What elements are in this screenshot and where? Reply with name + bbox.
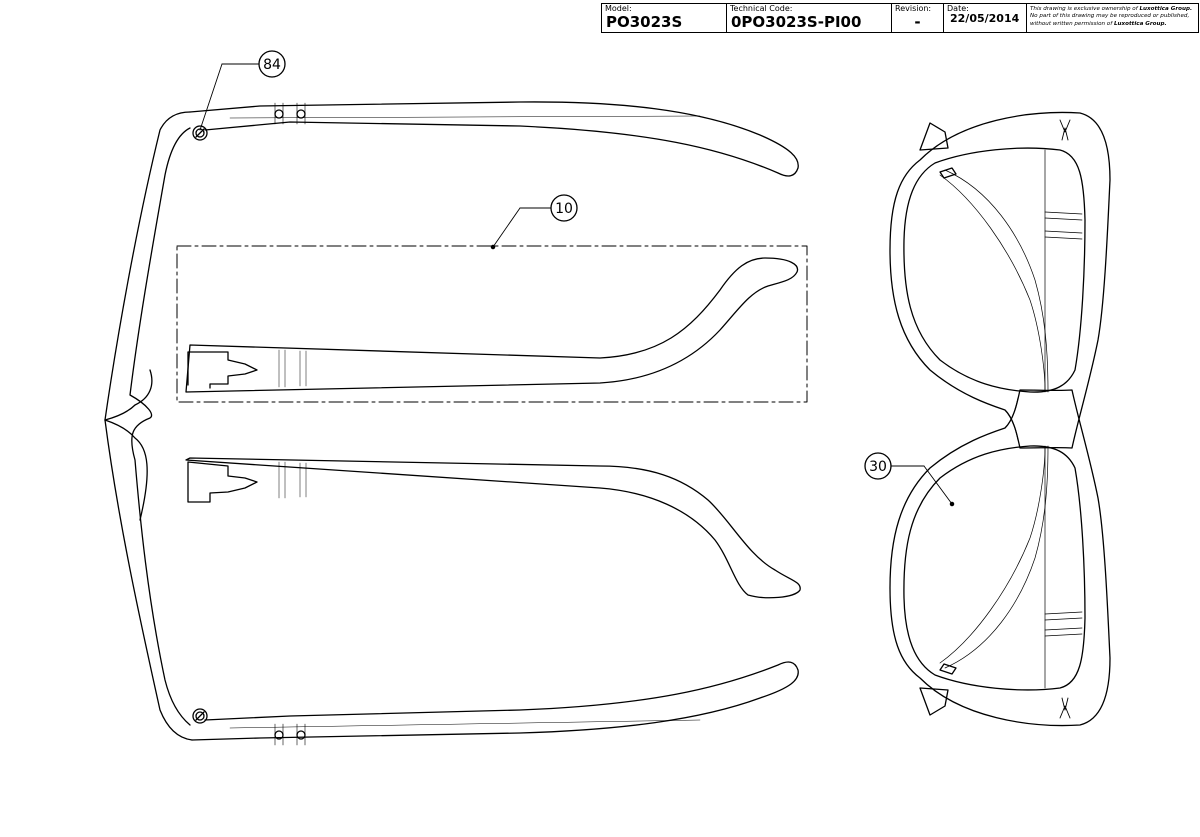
callout-84-label: 84: [263, 57, 281, 73]
model-cell: Model: PO3023S: [602, 4, 727, 32]
frame-front-inner: [129, 127, 191, 726]
callout-10-label: 10: [555, 201, 573, 217]
lower-lens-outline: [903, 445, 1086, 691]
lower-screw-head: [192, 708, 208, 724]
model-label: Model:: [605, 4, 632, 13]
lower-hinge-tab: [919, 687, 949, 716]
date-value: 22/05/2014: [950, 12, 1020, 25]
temple-side-view-detail: [176, 245, 808, 403]
callout-84: 84: [199, 50, 286, 131]
temple-core-wire: [187, 351, 258, 389]
date-cell: Date: 22/05/2014: [944, 4, 1027, 32]
temple-detail-outline: [185, 257, 799, 393]
temple-side-outline: [185, 457, 801, 599]
lower-temple-top-view: [191, 661, 799, 746]
frame-top-view: [104, 111, 193, 741]
callout-30-label: 30: [869, 459, 887, 475]
lower-arrow-decoration: [1059, 697, 1071, 719]
temple-side-view: [185, 457, 801, 599]
upper-rim-outer: [889, 111, 1111, 449]
model-value: PO3023S: [606, 13, 683, 31]
callout-10: 10: [490, 194, 578, 250]
upper-logo-mark: [939, 167, 957, 179]
technical-code-label: Technical Code:: [730, 4, 793, 13]
upper-lens-outline: [903, 147, 1086, 393]
upper-screw-head: [192, 125, 208, 141]
frame-front-view: [889, 111, 1111, 727]
upper-hinge-pin-1: [274, 109, 284, 119]
revision-label: Revision:: [895, 4, 932, 13]
temple-side-core-wire: [187, 461, 258, 503]
detail-boundary: [176, 245, 808, 403]
lower-logo-mark: [939, 663, 957, 675]
callout-30: 30: [864, 452, 955, 507]
upper-temple-top-view: [189, 101, 799, 177]
bridge: [1004, 397, 1019, 441]
date-label: Date:: [947, 4, 969, 13]
nose-bridge-left: [104, 369, 153, 421]
upper-hinge-tab: [919, 122, 949, 151]
lower-rim-outer: [889, 389, 1111, 727]
upper-arrow-decoration: [1059, 119, 1071, 141]
revision-cell: Revision: -: [892, 4, 944, 32]
upper-temple-outline: [189, 101, 799, 177]
revision-value: -: [914, 13, 921, 31]
ownership-notice: This drawing is exclusive ownership of L…: [1030, 6, 1193, 27]
technical-code-cell: Technical Code: 0PO3023S-PI00: [727, 4, 892, 32]
technical-code-value: 0PO3023S-PI00: [731, 13, 862, 31]
upper-hinge-pin-2: [296, 109, 306, 119]
lower-temple-outline: [191, 661, 799, 741]
nose-bridge-left-lower: [104, 419, 148, 521]
title-block: Model: PO3023S Technical Code: 0PO3023S-…: [601, 3, 1199, 33]
